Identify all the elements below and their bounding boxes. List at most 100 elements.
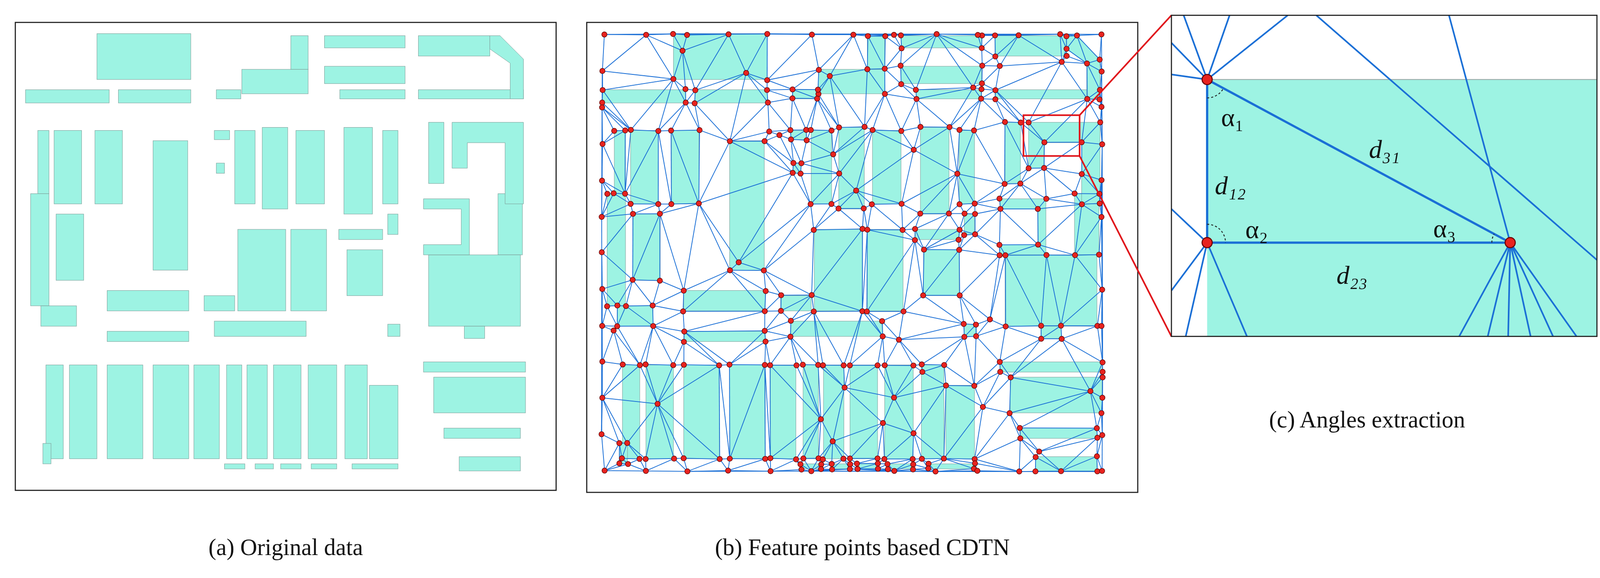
feature-point	[788, 136, 794, 142]
feature-point	[811, 309, 817, 315]
feature-point	[1084, 61, 1090, 67]
triangulation-edge	[1061, 338, 1091, 392]
triangulation-edge	[829, 69, 868, 77]
feature-point	[847, 362, 853, 368]
feature-point	[599, 323, 605, 329]
triangulation-edge	[1081, 144, 1103, 175]
feature-point	[624, 440, 630, 446]
feature-point	[814, 96, 820, 102]
building-footprint	[216, 163, 225, 174]
feature-point	[869, 201, 875, 207]
building-footprint	[617, 306, 654, 327]
triangulation-edge	[683, 310, 765, 312]
triangulation-edge	[646, 35, 674, 80]
building-footprint	[959, 130, 975, 205]
triangulation-edge	[792, 89, 819, 91]
triangulation-edge	[916, 99, 950, 128]
feature-point	[1072, 252, 1078, 259]
triangulation-edge	[820, 387, 845, 420]
triangulation-edge	[885, 36, 902, 49]
triangulation-edge	[684, 311, 765, 332]
triangulation-edge	[811, 229, 814, 296]
triangulation-edge	[765, 341, 770, 366]
triangulation-edge	[849, 365, 878, 367]
triangulation-edge	[844, 387, 894, 398]
triangulation-edge	[844, 387, 884, 424]
feature-point	[622, 127, 628, 133]
triangulation-edge	[1010, 338, 1042, 378]
triangulation-edge	[1081, 142, 1103, 145]
triangulation-edge	[995, 61, 1062, 91]
triangulation-edge	[683, 364, 720, 366]
feature-point	[800, 456, 807, 462]
building-footprint	[351, 464, 398, 470]
feature-point	[1096, 96, 1103, 103]
triangulation-edge	[916, 99, 921, 128]
triangulation-edge	[729, 331, 765, 365]
feature-point	[1100, 374, 1106, 381]
triangulation-edge	[990, 255, 1006, 320]
feature-point	[764, 87, 770, 93]
feature-point	[1064, 53, 1070, 59]
building-footprint	[729, 365, 766, 460]
triangulation-edge	[801, 140, 807, 164]
triangulation-edge	[913, 127, 950, 150]
feature-point	[941, 362, 947, 368]
building-footprint	[418, 35, 490, 56]
feature-point	[610, 328, 617, 334]
feature-point	[682, 86, 688, 92]
triangulation-edge	[882, 311, 904, 322]
feature-point	[614, 303, 620, 309]
triangulation-edge	[602, 361, 623, 365]
triangulation-edge	[1038, 244, 1075, 255]
triangulation-edge	[604, 470, 646, 472]
triangulation-edge	[916, 34, 937, 91]
triangulation-edge	[645, 364, 658, 404]
triangulation-edge	[901, 126, 921, 132]
feature-point	[946, 210, 952, 217]
triangulation-edge	[949, 127, 958, 175]
feature-point	[599, 100, 605, 106]
triangulation-edge	[994, 35, 996, 57]
zoom-detail	[1171, 15, 1597, 337]
feature-point	[680, 309, 686, 315]
triangulation-edge	[806, 98, 817, 130]
building-footprint	[920, 127, 949, 215]
feature-point	[971, 383, 978, 389]
triangulation-edge	[913, 385, 946, 434]
triangulation-edge	[974, 234, 1000, 246]
triangulation-edge	[921, 364, 945, 365]
building-footprint	[683, 290, 766, 312]
building-footprint	[428, 254, 521, 327]
feature-point	[798, 160, 804, 166]
feature-point	[829, 461, 835, 467]
feature-point	[809, 292, 815, 298]
triangulation-edge	[872, 93, 885, 130]
building-footprint	[343, 127, 373, 215]
feature-point	[861, 124, 868, 130]
triangulation-edge	[903, 295, 923, 312]
triangulation-edge	[796, 419, 821, 460]
feature-point	[599, 359, 605, 365]
building-footprint	[838, 127, 865, 210]
triangulation-edge	[882, 336, 885, 366]
triangulation-edge	[974, 336, 977, 387]
triangulation-edge	[863, 208, 868, 230]
triangulation-edge	[820, 419, 833, 442]
feature-point	[765, 100, 771, 106]
feature-point	[1058, 59, 1065, 65]
triangulation-edge	[813, 311, 819, 366]
triangulation-edge	[974, 98, 981, 131]
feature-point	[1025, 119, 1032, 126]
feature-point	[599, 395, 605, 401]
feature-point	[789, 95, 795, 101]
triangulation-edge	[959, 214, 976, 230]
feature-point	[650, 303, 656, 309]
triangulation-edge	[617, 325, 654, 327]
building-footprint	[418, 89, 524, 99]
triangulation-edge	[959, 249, 1000, 255]
triangulation-edge	[624, 130, 626, 194]
triangulation-edge	[657, 365, 720, 404]
triangulation-edge	[1077, 35, 1100, 60]
triangulation-edge	[1005, 254, 1047, 256]
